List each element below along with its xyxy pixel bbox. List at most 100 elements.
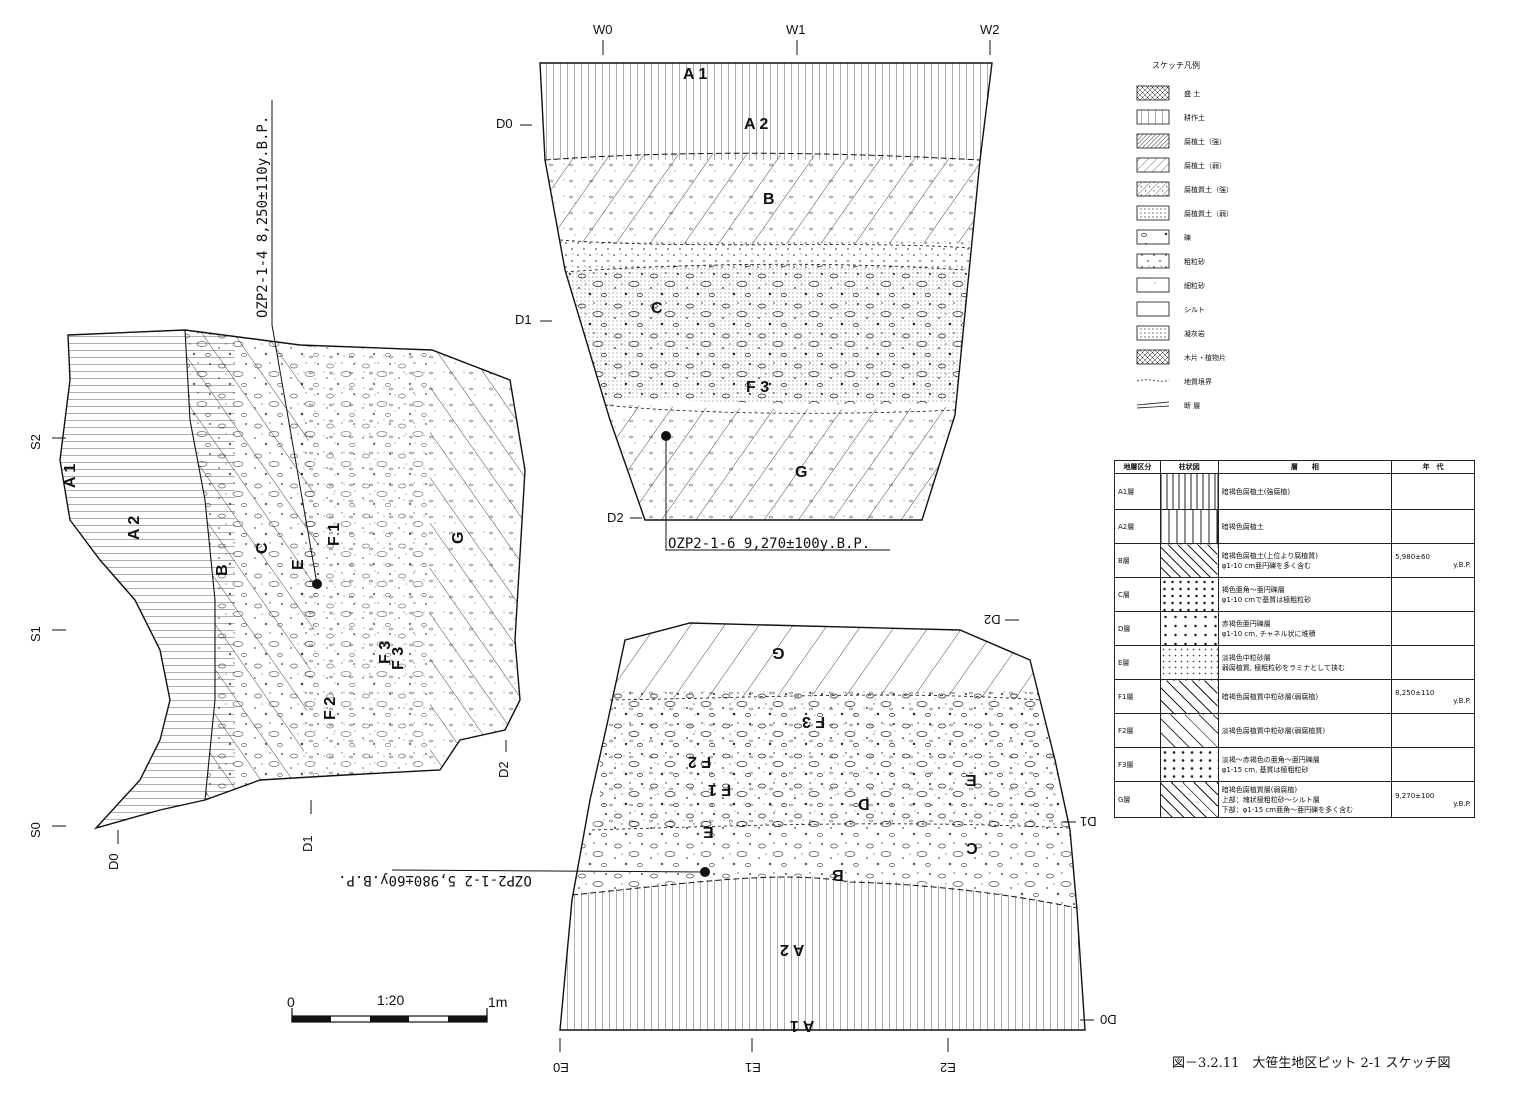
facies-line: 暗褐色腐植土(強腐植) (1221, 487, 1291, 496)
unit-cell: D層 (1114, 611, 1161, 646)
age-cell (1391, 645, 1475, 680)
layer-label-top-g: G (795, 464, 808, 481)
bottom-sample-marker (391, 867, 710, 877)
facies-line: 淡褐色腐植質中粒砂層(弱腐植質) (1221, 726, 1326, 735)
legend-item-fill: 盛 土 (1184, 90, 1201, 98)
legend-item-tilled-soil: 耕作土 (1184, 114, 1205, 122)
header-unit: 地層区分 (1114, 460, 1161, 474)
facies-line: φ1-15 cm, 基質は極粗粒砂 (1221, 765, 1309, 774)
facies-line: 淡褐～赤褐色の亜角～亜円礫層 (1221, 755, 1320, 764)
grid-label-s2: S2 (28, 434, 43, 450)
column-cell (1159, 611, 1219, 646)
column-cell (1159, 509, 1219, 544)
scale-bar (291, 1008, 488, 1023)
depth-label-left-d1: D1 (300, 835, 315, 852)
layer-label-bottom-f1: F 1 (708, 781, 732, 798)
depth-label-left-d0: D0 (106, 853, 121, 870)
unit-cell: F1層 (1114, 679, 1161, 714)
facies-line: φ1-10 cm, チャネル状に堆積 (1221, 629, 1316, 638)
layer-label-bottom-a2: A 2 (780, 941, 805, 958)
facies-cell: 暗褐色腐植土 (1217, 509, 1393, 544)
age-unit: y.B.P. (1453, 799, 1471, 808)
scale-label-end: 1m (488, 994, 508, 1010)
legend-item-fine-sand: 細粒砂 (1184, 282, 1205, 290)
age-value: 5,980±60 (1395, 552, 1430, 561)
age-unit: y.B.P. (1453, 696, 1471, 705)
facies-line: 暗褐色腐植質中粒砂層(弱腐植) (1221, 692, 1319, 701)
left-section-profile (52, 100, 526, 844)
layer-label-bottom-a1: A 1 (790, 1017, 815, 1034)
layer-label-left-f3b: F 3 (390, 646, 407, 670)
facies-cell: 暗褐色腐植土(強腐植) (1217, 473, 1393, 510)
legend-item-humus-strong: 腐植土（強） (1184, 138, 1226, 146)
header-column: 柱状図 (1159, 460, 1219, 474)
layer-label-bottom-d: D (858, 795, 870, 812)
legend-item-boundary: 地質境界 (1184, 378, 1212, 386)
table-header-row: 地層区分 柱状図 層 相 年 代 (1114, 460, 1475, 474)
layer-label-left-c: C (254, 542, 271, 554)
legend-item-fault: 断 層 (1184, 402, 1201, 410)
top-sample-marker (661, 431, 890, 551)
column-cell (1159, 781, 1219, 818)
scale-label-ratio: 1:20 (377, 992, 405, 1008)
header-age: 年 代 (1391, 460, 1475, 474)
layer-label-left-f2: F 2 (322, 696, 339, 720)
layer-label-bottom-f2: F 2 (688, 753, 712, 770)
table-row: B層 暗褐色腐植土(上位より腐植質)φ1-10 cm亜円礫を多く含む 5,980… (1114, 543, 1475, 578)
layer-label-left-g: G (450, 531, 467, 544)
depth-label-bottom-d1: D1 (1080, 814, 1097, 829)
layer-label-bottom-e2: E (966, 771, 977, 788)
header-facies: 層 相 (1217, 460, 1393, 474)
facies-line: 上部：塊状極粗粒砂～シルト層 (1221, 795, 1320, 804)
column-cell (1159, 679, 1219, 714)
age-cell: 9,270±100 y.B.P. (1391, 781, 1475, 818)
table-row: A2層 暗褐色腐植土 (1114, 509, 1475, 544)
depth-label-left-d2: D2 (496, 761, 511, 778)
age-cell (1391, 713, 1475, 748)
layer-label-left-f1: F 1 (326, 522, 343, 546)
facies-cell: 暗褐色腐植質層(弱腐植)上部：塊状極粗粒砂～シルト層下部：φ1-15 cm亜角～… (1217, 781, 1393, 818)
facies-line: 褐色亜角～亜円礫層 (1221, 585, 1285, 594)
column-cell (1159, 645, 1219, 680)
facies-cell: 暗褐色腐植土(上位より腐植質)φ1-10 cm亜円礫を多く含む (1217, 543, 1393, 578)
unit-cell: G層 (1114, 781, 1161, 818)
age-cell: 8,250±110 y.B.P. (1391, 679, 1475, 714)
bottom-grid-ticks (559, 619, 1094, 1052)
legend-title: スケッチ凡例 (1152, 61, 1200, 70)
age-cell (1391, 473, 1475, 510)
facies-line: 淡褐色中粒砂層 (1221, 653, 1271, 662)
top-sample-date: OZP2-1-6 9,270±100y.B.P. (668, 536, 871, 552)
table-row: A1層 暗褐色腐植土(強腐植) (1114, 473, 1475, 510)
layer-label-top-c: C (651, 300, 663, 317)
column-cell (1159, 473, 1219, 510)
age-value: 9,270±100 (1395, 791, 1435, 800)
table-row: E層 淡褐色中粒砂層弱腐植質, 極粗粒砂をラミナとして挟む (1114, 645, 1475, 680)
grid-label-e1: E1 (745, 1060, 761, 1075)
legend-item-tuff: 凝灰岩 (1184, 330, 1205, 338)
table-row: F2層 淡褐色腐植質中粒砂層(弱腐植質) (1114, 713, 1475, 748)
top-section-profile (520, 40, 993, 551)
legend-item-gravel: 礫 (1184, 234, 1191, 242)
column-cell (1159, 713, 1219, 748)
facies-cell: 淡褐色腐植質中粒砂層(弱腐植質) (1217, 713, 1393, 748)
grid-label-w2: W2 (980, 22, 1000, 37)
scale-label-zero: 0 (287, 994, 295, 1010)
facies-line: φ1-10 cmで基質は極粗粒砂 (1221, 595, 1312, 604)
unit-cell: A1層 (1114, 473, 1161, 510)
grid-label-e2: E2 (940, 1060, 956, 1075)
legend-item-silt: シルト (1184, 306, 1205, 314)
unit-cell: F3層 (1114, 747, 1161, 782)
unit-cell: A2層 (1114, 509, 1161, 544)
depth-label-top-d1: D1 (515, 312, 532, 327)
bottom-section-profile (391, 619, 1094, 1052)
unit-cell: F2層 (1114, 713, 1161, 748)
facies-line: 暗褐色腐植質層(弱腐植) (1221, 785, 1298, 794)
age-value: 8,250±110 (1395, 688, 1435, 697)
layer-label-left-a2: A 2 (126, 515, 143, 540)
grid-label-s1: S1 (28, 626, 43, 642)
facies-cell: 暗褐色腐植質中粒砂層(弱腐植) (1217, 679, 1393, 714)
unit-cell: B層 (1114, 543, 1161, 578)
